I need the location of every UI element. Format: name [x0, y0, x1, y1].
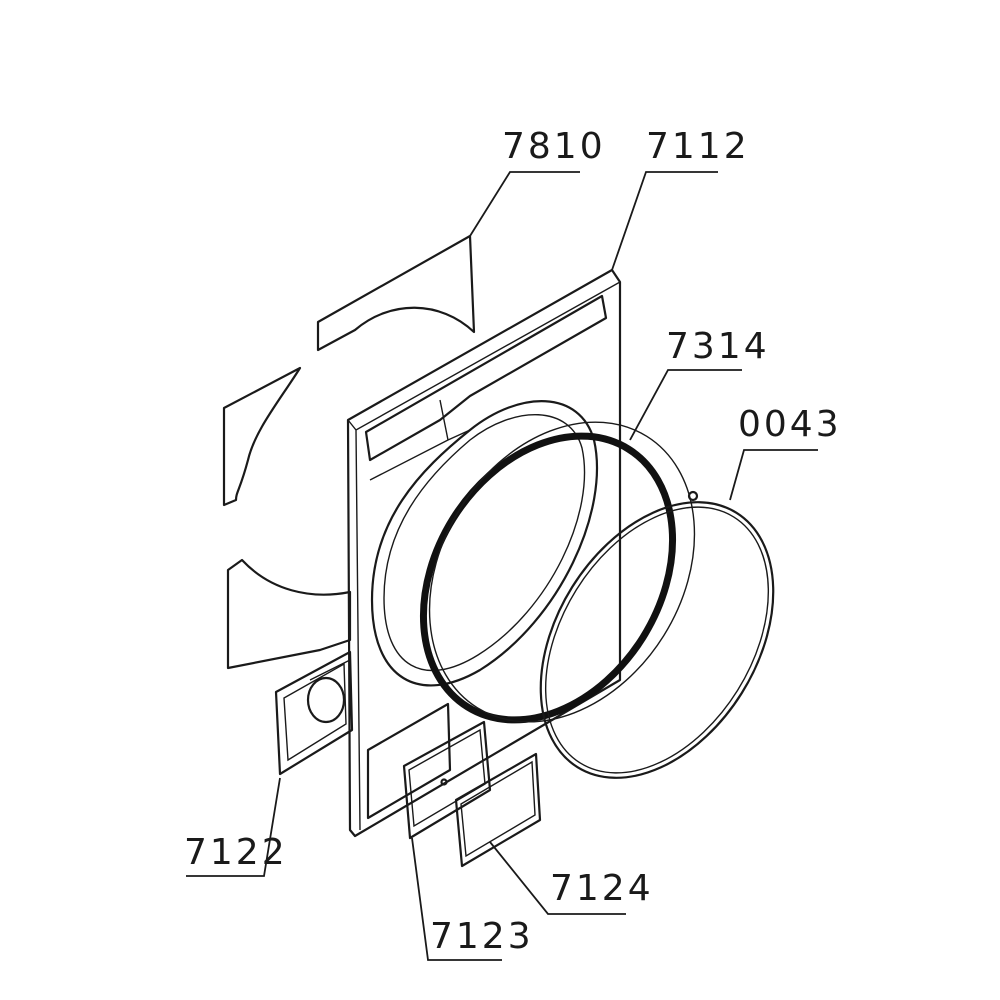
door-ring-hinge-point — [687, 490, 699, 502]
control-panel-outline — [274, 650, 354, 776]
top-slot — [364, 294, 608, 462]
label-7122: 7122 — [184, 832, 288, 873]
cover-7124-inner — [460, 760, 536, 858]
label-7314: 7314 — [666, 326, 770, 367]
leader-7124 — [489, 841, 626, 915]
panel-door-opening-inner — [383, 413, 586, 672]
plate-7123-inner — [408, 728, 486, 828]
leader-7112 — [611, 171, 718, 271]
leader-7122 — [186, 777, 281, 877]
front-panel-outline — [346, 268, 622, 838]
top-slot-step — [369, 399, 471, 481]
bottom-slot — [366, 702, 452, 820]
label-7124: 7124 — [550, 868, 654, 909]
label-7123: 7123 — [430, 916, 534, 957]
door-gasket-7314 — [419, 421, 696, 724]
control-panel-7122 — [274, 650, 354, 776]
leader-lines — [186, 171, 818, 961]
leader-7314 — [629, 369, 742, 441]
control-knob-ring — [306, 676, 346, 724]
leader-0043 — [729, 449, 818, 501]
label-7112: 7112 — [646, 126, 750, 167]
label-0043: 0043 — [738, 404, 842, 445]
cover-7124 — [454, 752, 542, 868]
door-ring-0043 — [539, 490, 775, 779]
plate-7123 — [402, 720, 492, 840]
insulation-top-piece — [316, 234, 476, 352]
leader-7810 — [469, 171, 580, 237]
gasket-outer-ring — [428, 421, 696, 723]
plate-7123-outline — [402, 720, 492, 840]
front-panel-edge — [347, 281, 621, 831]
gasket-thick-ring — [419, 432, 677, 724]
plate-7123-hole — [440, 778, 448, 786]
insulation-left-piece — [222, 366, 302, 507]
door-ring-inner — [544, 506, 770, 774]
control-panel-inner — [283, 662, 347, 762]
part-labels: 7810 7112 7314 0043 7122 7124 7123 — [184, 126, 842, 957]
label-7810: 7810 — [502, 126, 606, 167]
front-panel-7112 — [309, 268, 622, 838]
leader-7123 — [411, 837, 502, 961]
cover-7124-outline — [454, 752, 542, 868]
insulation-bottom-piece — [226, 558, 352, 670]
panel-door-opening — [370, 400, 599, 687]
door-ring-outer — [539, 501, 775, 779]
